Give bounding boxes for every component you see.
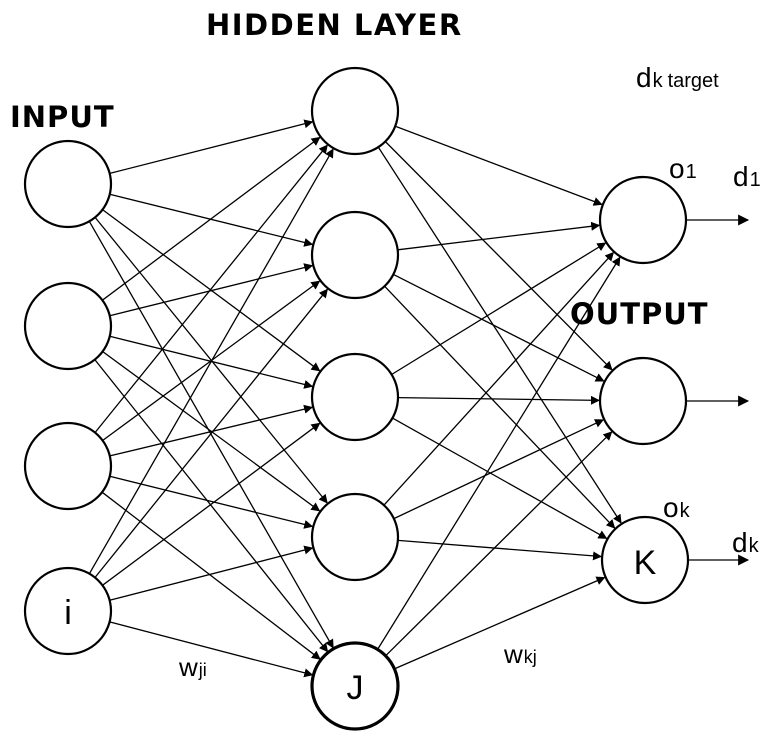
hidden-layer-heading: HIDDEN LAYER — [206, 8, 463, 42]
hidden-node-3 — [310, 352, 400, 442]
output-node-K-label: K — [634, 544, 657, 582]
edge-hidden-4-to-output-1 — [383, 251, 615, 506]
output-node-1 — [598, 175, 688, 265]
edge-input-3-to-hidden-4 — [109, 475, 314, 529]
input-heading: INPUT — [10, 100, 115, 134]
d1-label-sub: 1 — [750, 169, 761, 191]
dk-label: dk — [732, 527, 760, 558]
edge-input-4-to-hidden-1 — [88, 148, 334, 575]
output-node-2 — [598, 356, 688, 446]
input-node-2 — [23, 281, 113, 371]
edge-input-4-to-hidden-2 — [94, 288, 328, 578]
edge-hidden-4-to-output-2 — [393, 419, 605, 520]
hidden-node-J — [310, 641, 400, 731]
edge-hidden-5-to-output-2 — [385, 431, 613, 657]
edge-hidden-5-to-output-1 — [377, 256, 621, 650]
hidden-node-J-label: J — [347, 669, 364, 707]
edge-hidden-1-to-output-2 — [384, 141, 613, 371]
input-node-i — [23, 566, 113, 656]
edge-input-3-to-hidden-5 — [101, 491, 321, 660]
target-label-k: k — [653, 70, 664, 92]
wji-label-sub: ji — [198, 660, 207, 680]
connection-edges — [88, 119, 622, 678]
wkj-label-sub: kj — [524, 647, 537, 667]
edge-hidden-4-to-output-3 — [397, 539, 602, 561]
edge-hidden-2-to-output-3 — [384, 285, 616, 529]
edge-input-2-to-hidden-1 — [102, 136, 321, 301]
hidden-node-2 — [310, 210, 400, 300]
o1-label: o1 — [669, 153, 697, 184]
output-arrows — [686, 214, 750, 566]
wji-label-base: w — [178, 652, 198, 682]
target-label-word: target — [668, 70, 720, 92]
dk-label-sub: k — [749, 535, 760, 557]
output-layer: K — [598, 175, 690, 605]
o1-label-sub: 1 — [686, 161, 697, 183]
edge-hidden-2-to-output-2 — [393, 273, 605, 382]
edge-input-3-to-hidden-1 — [94, 144, 328, 434]
edge-hidden-3-to-output-3 — [392, 417, 608, 539]
wji-label: wji — [178, 652, 207, 682]
edge-input-1-to-hidden-5 — [88, 220, 334, 649]
edge-input-4-to-hidden-3 — [102, 422, 321, 586]
d1-label: d1 — [733, 161, 761, 192]
input-node-3 — [23, 421, 113, 511]
input-node-1 — [23, 139, 113, 229]
ok-label-sub: k — [680, 500, 691, 522]
input-layer: i — [23, 139, 113, 656]
edge-input-3-to-hidden-3 — [109, 404, 314, 457]
output-heading: OUTPUT — [570, 297, 709, 331]
d1-label-base: d — [733, 161, 749, 192]
output-node-K — [600, 515, 690, 605]
ok-label-base: o — [663, 492, 679, 523]
wkj-label-base: w — [503, 639, 523, 669]
edge-hidden-2-to-output-1 — [397, 221, 601, 251]
edge-input-1-to-hidden-1 — [109, 119, 314, 175]
edge-input-4-to-hidden-5 — [109, 621, 314, 678]
edge-input-2-to-hidden-2 — [109, 263, 314, 317]
o1-label-base: o — [669, 153, 685, 184]
wkj-label: wkj — [503, 639, 537, 669]
hidden-node-4 — [310, 492, 400, 582]
hidden-node-1 — [310, 66, 400, 156]
edge-input-2-to-hidden-5 — [94, 359, 329, 653]
dk-label-base: d — [732, 527, 748, 558]
target-label-d: d — [636, 62, 652, 93]
edge-input-4-to-hidden-4 — [109, 545, 314, 601]
edge-hidden-5-to-output-3 — [394, 576, 606, 670]
edge-hidden-1-to-output-1 — [394, 125, 603, 206]
edge-hidden-3-to-output-2 — [397, 395, 600, 405]
edge-hidden-1-to-output-3 — [377, 146, 622, 524]
input-node-i-label: i — [64, 594, 72, 632]
ok-label: ok — [663, 492, 691, 523]
edge-hidden-3-to-output-1 — [391, 242, 607, 376]
hidden-layer: J — [310, 66, 400, 731]
